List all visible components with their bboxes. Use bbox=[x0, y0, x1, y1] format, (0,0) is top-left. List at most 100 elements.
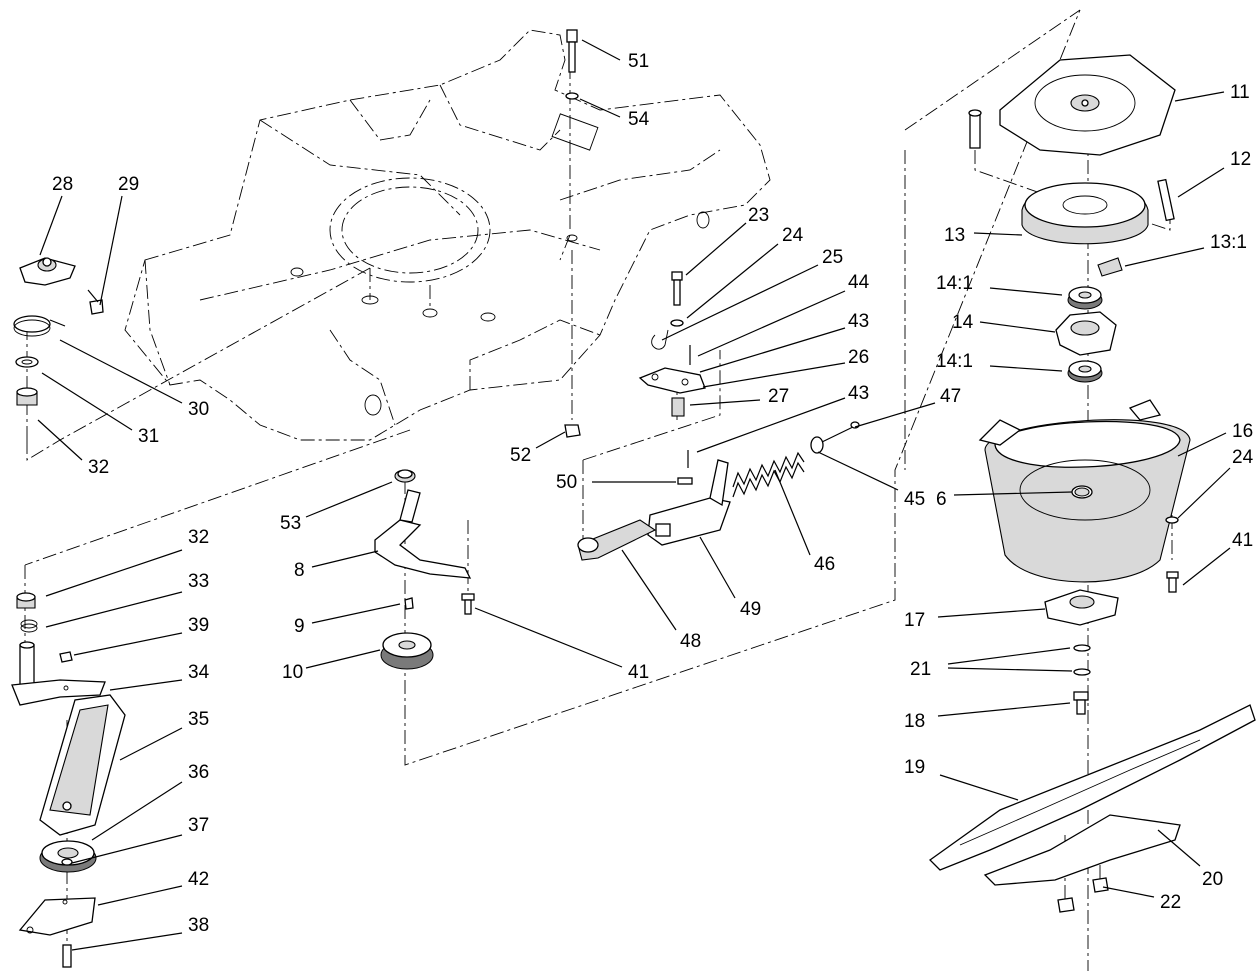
spacer-part-27 bbox=[671, 397, 685, 417]
callout-c45: 45 bbox=[817, 451, 925, 510]
callout-label: 32 bbox=[188, 527, 209, 548]
bolt-part-12 bbox=[968, 109, 1175, 222]
callout-label: 24 bbox=[1232, 447, 1254, 468]
callout-label: 18 bbox=[904, 711, 925, 732]
callout-label: 14:1 bbox=[936, 351, 973, 372]
leader-line bbox=[311, 603, 401, 624]
washer-part-31 bbox=[15, 356, 39, 368]
callout-label: 22 bbox=[1160, 892, 1181, 913]
spacer-part-37 bbox=[61, 858, 73, 866]
leader-line bbox=[661, 264, 819, 341]
leader-line bbox=[1177, 432, 1227, 457]
leader-line bbox=[699, 536, 736, 599]
leader-line bbox=[696, 397, 846, 453]
leader-line bbox=[119, 727, 183, 761]
callout-c16: 16 bbox=[1177, 421, 1253, 457]
callout-c33: 33 bbox=[45, 571, 209, 628]
leader-line bbox=[579, 98, 621, 118]
callout-c48: 48 bbox=[621, 549, 701, 652]
callout-c31: 31 bbox=[41, 372, 159, 447]
bushing-part-32 bbox=[16, 387, 38, 406]
callout-c43a: 43 bbox=[699, 311, 869, 373]
leader-line bbox=[474, 607, 623, 668]
leader-line bbox=[581, 39, 621, 61]
callout-c39: 39 bbox=[73, 615, 209, 656]
callout-c20: 20 bbox=[1157, 829, 1223, 890]
bolt-part-18 bbox=[1073, 691, 1089, 715]
callout-label: 39 bbox=[188, 615, 209, 636]
callout-c28: 28 bbox=[39, 174, 73, 256]
washer-part-24-right bbox=[1165, 516, 1179, 524]
callout-label: 16 bbox=[1232, 421, 1253, 442]
leader-line bbox=[686, 243, 779, 319]
callout-label: 21 bbox=[910, 659, 931, 680]
leader-line bbox=[71, 834, 183, 864]
washer-part-21 bbox=[1073, 644, 1091, 676]
leader-line bbox=[71, 932, 183, 951]
callout-c32a: 32 bbox=[37, 419, 109, 478]
spring-part-30 bbox=[13, 315, 66, 337]
callout-c26: 26 bbox=[702, 347, 869, 388]
mower-deck-housing bbox=[124, 29, 771, 441]
callout-label: 34 bbox=[188, 662, 210, 683]
callout-label: 37 bbox=[188, 815, 209, 836]
leader-line bbox=[39, 195, 63, 256]
bolt-part-29 bbox=[87, 289, 104, 315]
leader-line bbox=[1174, 91, 1225, 102]
callout-c19: 19 bbox=[904, 757, 1019, 801]
callout-label: 41 bbox=[628, 662, 649, 683]
callout-c49: 49 bbox=[699, 536, 761, 620]
pulley-guard-part-8 bbox=[374, 489, 472, 579]
key-part-9 bbox=[404, 597, 414, 610]
pulley-part-10 bbox=[380, 632, 434, 670]
callout-label: 28 bbox=[52, 174, 73, 195]
idler-arm-part-34 bbox=[11, 641, 106, 706]
leader-line bbox=[699, 327, 846, 373]
callout-c53: 53 bbox=[280, 481, 393, 534]
callout-c9: 9 bbox=[294, 603, 401, 637]
leader-line bbox=[1102, 886, 1155, 898]
callout-label: 44 bbox=[848, 272, 870, 293]
callout-c8: 8 bbox=[294, 550, 379, 581]
callout-label: 31 bbox=[138, 426, 159, 447]
callout-c25: 25 bbox=[661, 247, 843, 341]
callout-label: 41 bbox=[1232, 530, 1253, 551]
callout-label: 49 bbox=[740, 599, 761, 620]
bushing-part-6 bbox=[1074, 487, 1090, 497]
callout-label: 8 bbox=[294, 560, 305, 581]
callout-c14_1a: 14:1 bbox=[936, 273, 1063, 296]
pivot-bracket-part-28 bbox=[19, 257, 76, 286]
leader-line bbox=[854, 402, 936, 428]
callout-c24b: 24 bbox=[1177, 447, 1254, 519]
callout-label: 30 bbox=[188, 399, 209, 420]
leader-line bbox=[1177, 467, 1231, 519]
callout-c32b: 32 bbox=[45, 527, 209, 597]
leader-line bbox=[1124, 247, 1205, 267]
callout-c6: 6 bbox=[936, 489, 1073, 510]
callout-label: 19 bbox=[904, 757, 925, 778]
bushing-part-53 bbox=[394, 469, 416, 483]
washer-part-54 bbox=[565, 92, 579, 100]
bushing-part-32-lower bbox=[16, 592, 36, 609]
callout-label: 47 bbox=[940, 386, 961, 407]
callout-label: 17 bbox=[904, 610, 925, 631]
callout-c27: 27 bbox=[689, 386, 789, 407]
clevis-pin-part-50 bbox=[677, 477, 693, 485]
callout-label: 14:1 bbox=[936, 273, 973, 294]
leader-line bbox=[979, 321, 1056, 333]
callout-label: 25 bbox=[822, 247, 843, 268]
leader-line bbox=[1157, 829, 1201, 867]
leader-line bbox=[689, 399, 761, 406]
callout-label: 27 bbox=[768, 386, 789, 407]
bolt-part-41-right bbox=[1166, 571, 1179, 593]
callout-label: 10 bbox=[282, 662, 303, 683]
leader-line bbox=[41, 372, 133, 431]
callout-label: 24 bbox=[782, 225, 804, 246]
callout-c10: 10 bbox=[282, 649, 381, 683]
idler-pulley-part-36 bbox=[39, 840, 97, 873]
callout-c36: 36 bbox=[91, 762, 209, 841]
callout-c30: 30 bbox=[59, 339, 209, 420]
callout-c23: 23 bbox=[685, 205, 769, 276]
nut-part-39 bbox=[59, 651, 73, 663]
leader-line bbox=[685, 222, 747, 276]
